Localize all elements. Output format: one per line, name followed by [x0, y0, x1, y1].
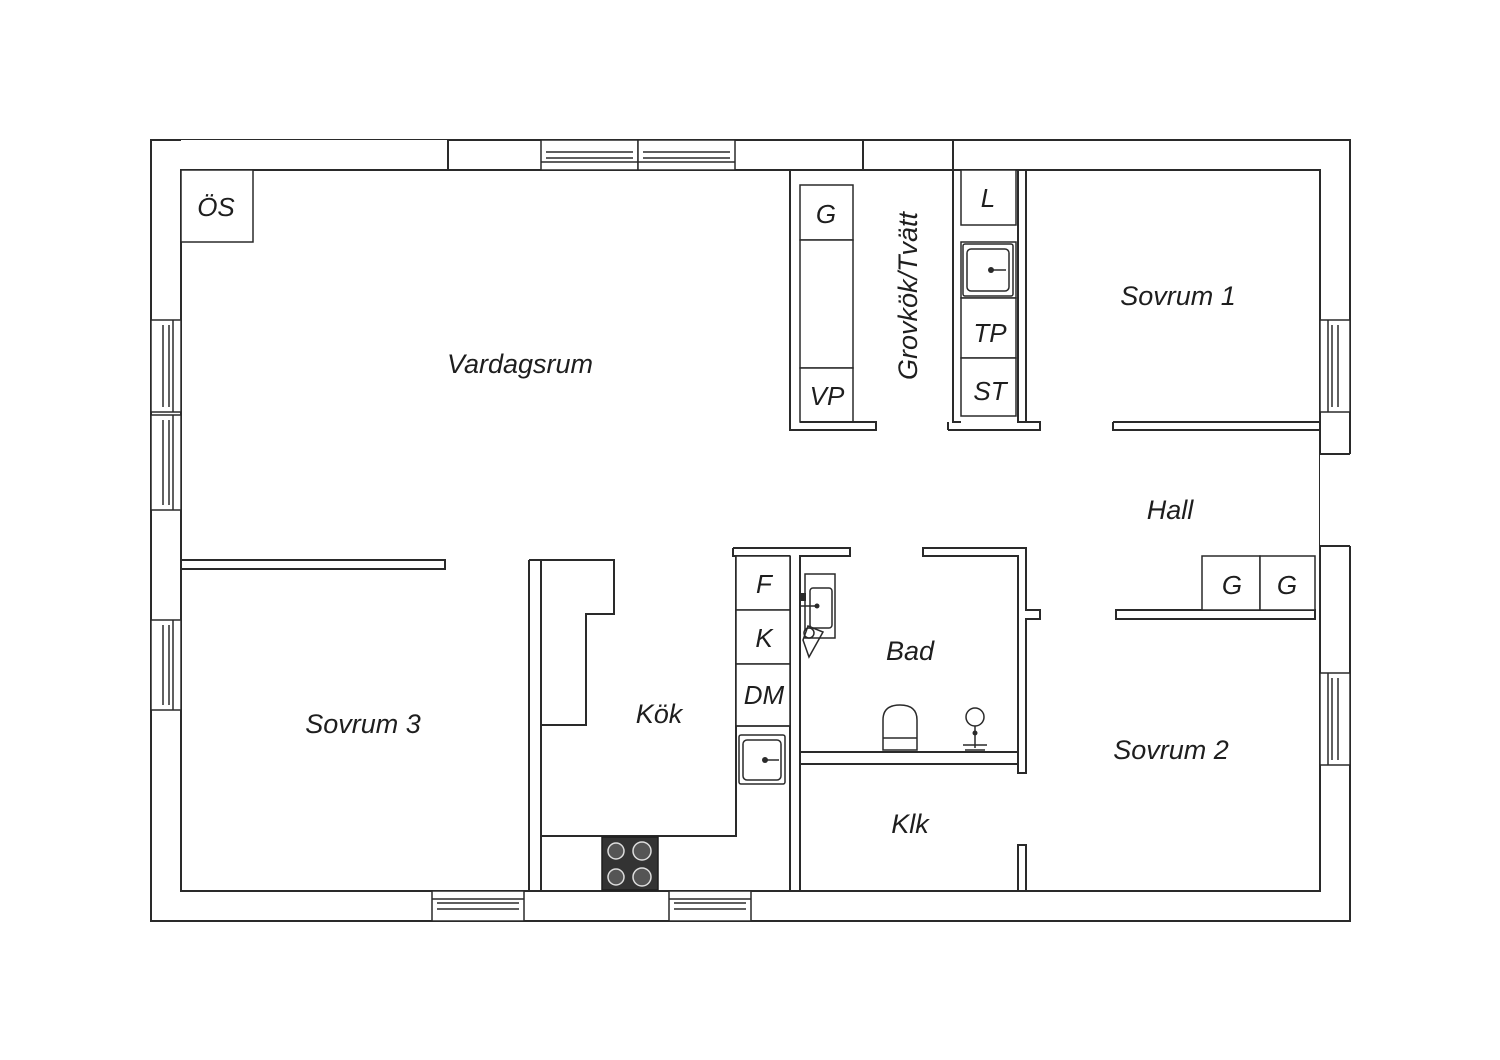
- wall-vardagsrum-sovrum3: [181, 559, 446, 570]
- wall-bad: [922, 547, 1041, 774]
- window-bottom-2: [668, 890, 752, 922]
- wall-sovrum1-hall: [1112, 421, 1320, 431]
- wall-klk: [1017, 844, 1027, 891]
- fixture-label-vp: VP: [810, 381, 845, 411]
- kitchen-sink-icon: [738, 734, 786, 785]
- top-wall-left: [181, 140, 448, 170]
- window-left-3: [150, 619, 182, 711]
- room-label-vardagsrum: Vardagsrum: [447, 349, 593, 379]
- window-left-1: [150, 319, 182, 413]
- entrance-door-gap: [1319, 430, 1351, 620]
- wall-sovrum1-left: [1017, 170, 1041, 431]
- toilet-icon: [882, 704, 918, 751]
- room-label-sovrum3: Sovrum 3: [305, 709, 421, 739]
- exterior-wall: [150, 139, 1351, 922]
- fixture-label-st: ST: [973, 376, 1008, 406]
- top-wall-left-edge: [181, 140, 449, 171]
- window-right-2: [1319, 672, 1351, 766]
- room-label-kok: Kök: [636, 699, 684, 729]
- room-label-bad: Bad: [886, 636, 935, 666]
- fixture-label-g-grovkok: G: [816, 199, 836, 229]
- wall-sovrum3-kok: [528, 559, 542, 891]
- laundry-sink-icon: [962, 243, 1014, 297]
- window-top-1: [540, 139, 639, 171]
- wall-hall-sovrum2: [1115, 609, 1316, 620]
- top-wall-utility-edge: [800, 140, 864, 171]
- shower-icon: [963, 707, 987, 751]
- fixture-label-dm: DM: [744, 680, 785, 710]
- fixture-label-os: ÖS: [197, 192, 235, 222]
- room-label-klk: Klk: [891, 809, 930, 839]
- window-top-2: [637, 139, 736, 171]
- window-right-1: [1319, 319, 1351, 413]
- bathroom-sink-icon: [800, 573, 836, 639]
- window-bottom-1: [431, 890, 525, 922]
- fixture-label-f: F: [756, 569, 774, 599]
- fixture-label-g-hall-1: G: [1222, 570, 1242, 600]
- fixture-label-k: K: [755, 623, 774, 653]
- room-label-hall: Hall: [1147, 495, 1195, 525]
- fixture-label-l: L: [981, 183, 995, 213]
- hall-wardrobes: [1201, 555, 1316, 611]
- wall-bad-klk: [800, 751, 1018, 765]
- room-label-sovrum2: Sovrum 2: [1113, 735, 1229, 765]
- shower-mixer-icon: [802, 625, 825, 659]
- stove-icon: [601, 836, 659, 891]
- grovkok-left-fixtures: [789, 169, 877, 431]
- window-left-2: [150, 414, 182, 511]
- room-label-grovkok: Grovkök/Tvätt: [893, 210, 923, 380]
- fixture-label-tp: TP: [973, 318, 1007, 348]
- room-label-sovrum1: Sovrum 1: [1120, 281, 1236, 311]
- fixture-label-g-hall-2: G: [1277, 570, 1297, 600]
- fireplace-box: [180, 169, 254, 243]
- kitchen-fixtures: [735, 555, 791, 727]
